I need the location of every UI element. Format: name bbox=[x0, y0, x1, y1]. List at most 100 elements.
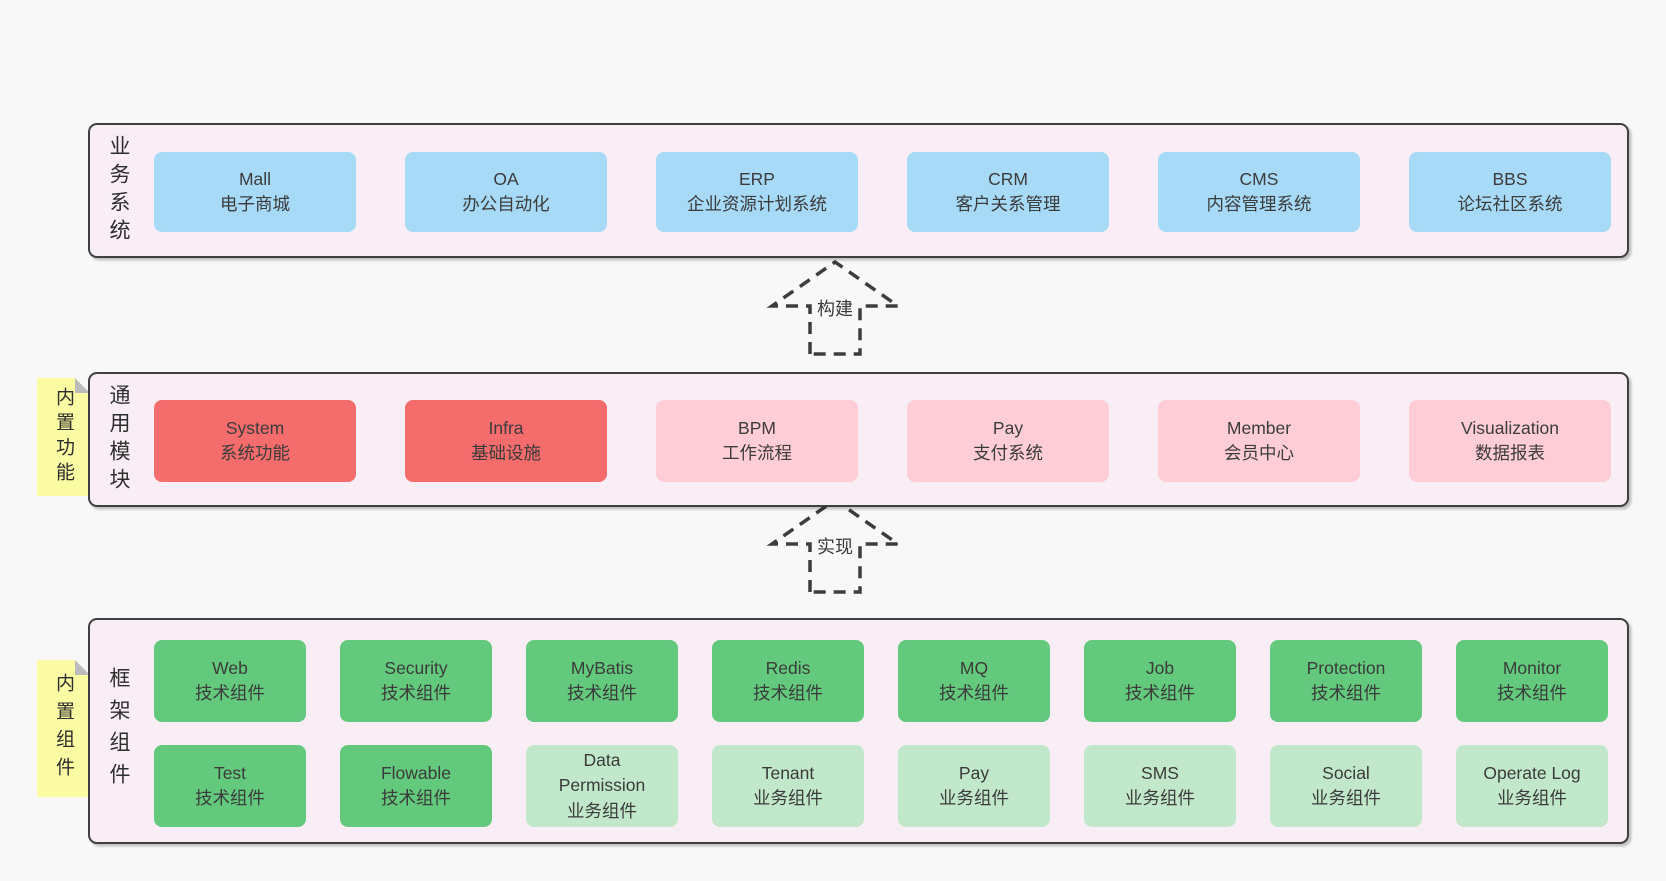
build-arrow-label: 构建 bbox=[814, 294, 856, 322]
box-title: Protection bbox=[1306, 657, 1386, 678]
implement-arrow: 实现 bbox=[765, 496, 905, 596]
box-subtitle: 会员中心 bbox=[1224, 443, 1294, 463]
box-title: Infra bbox=[488, 417, 524, 438]
diagram-box-flowable: Flowable 技术组件 bbox=[340, 745, 492, 827]
diagram-box-job: Job 技术组件 bbox=[1084, 640, 1236, 722]
box-title: Flowable bbox=[380, 762, 452, 783]
diagram-box-crm: CRM 客户关系管理 bbox=[907, 152, 1109, 232]
diagram-box-mall: Mall 电子商城 bbox=[154, 152, 356, 232]
box-title: Job bbox=[1145, 657, 1175, 678]
box-title: Member bbox=[1226, 417, 1292, 438]
diagram-box-protection: Protection 技术组件 bbox=[1270, 640, 1422, 722]
box-subtitle: 业务组件 bbox=[567, 800, 637, 821]
diagram-box-test: Test 技术组件 bbox=[154, 745, 306, 827]
diagram-box-pay: Pay 支付系统 bbox=[907, 400, 1109, 482]
box-subtitle: 业务组件 bbox=[1497, 788, 1567, 808]
box-subtitle: 技术组件 bbox=[1125, 683, 1195, 703]
diagram-box-oa: OA 办公自动化 bbox=[405, 152, 607, 232]
box-title: Tenant bbox=[761, 762, 815, 783]
box-title: Pay bbox=[958, 762, 990, 783]
box-title: CRM bbox=[988, 168, 1028, 189]
diagram-box-pay: Pay 业务组件 bbox=[898, 745, 1050, 827]
box-title: Mall bbox=[238, 168, 272, 189]
layer-components-label: 框架组件 bbox=[107, 667, 130, 795]
box-subtitle: 电子商城 bbox=[220, 194, 290, 214]
box-title: BBS bbox=[1492, 168, 1528, 189]
diagram-box-social: Social 业务组件 bbox=[1270, 745, 1422, 827]
box-subtitle: 技术组件 bbox=[1497, 683, 1567, 703]
diagram-box-tenant: Tenant 业务组件 bbox=[712, 745, 864, 827]
box-title: Operate Log bbox=[1483, 762, 1581, 783]
diagram-box-bbs: BBS 论坛社区系统 bbox=[1409, 152, 1611, 232]
box-title: OA bbox=[493, 168, 519, 189]
layer-modules-label: 通用模块 bbox=[107, 383, 130, 496]
diagram-box-web: Web 技术组件 bbox=[154, 640, 306, 722]
implement-arrow-label: 实现 bbox=[814, 532, 856, 560]
box-subtitle: 企业资源计划系统 bbox=[687, 194, 827, 214]
box-subtitle: 技术组件 bbox=[381, 683, 451, 703]
box-subtitle: 技术组件 bbox=[1311, 683, 1381, 703]
box-title: Pay bbox=[992, 417, 1024, 438]
box-title: SMS bbox=[1141, 762, 1179, 783]
diagram-box-erp: ERP 企业资源计划系统 bbox=[656, 152, 858, 232]
box-title: MyBatis bbox=[570, 657, 634, 678]
box-title: BPM bbox=[738, 417, 776, 438]
diagram-box-security: Security 技术组件 bbox=[340, 640, 492, 722]
business-boxes-row: Mall 电子商城 OA 办公自动化 ERP 企业资源计划系统 CRM 客户关系管理 CMS 内容… bbox=[154, 152, 1611, 232]
diagram-box-member: Member 会员中心 bbox=[1158, 400, 1360, 482]
box-title: Test bbox=[213, 762, 247, 783]
box-subtitle: 系统功能 bbox=[220, 443, 290, 463]
up-arrow-icon bbox=[766, 259, 904, 356]
diagram-box-mybatis: MyBatis 技术组件 bbox=[526, 640, 678, 722]
box-subtitle: 技术组件 bbox=[195, 683, 265, 703]
box-title: Data Permission bbox=[558, 749, 646, 796]
box-subtitle: 内容管理系统 bbox=[1206, 194, 1312, 214]
builtin-functions-sticky-note: 内置功能 bbox=[37, 378, 90, 496]
box-title: ERP bbox=[739, 168, 775, 189]
box-title: CMS bbox=[1239, 168, 1279, 189]
diagram-box-operate-log: Operate Log 业务组件 bbox=[1456, 745, 1608, 827]
box-subtitle: 基础设施 bbox=[471, 443, 541, 463]
box-title: Visualization bbox=[1461, 417, 1559, 438]
box-title: MQ bbox=[959, 657, 989, 678]
box-title: Web bbox=[212, 657, 248, 678]
box-subtitle: 数据报表 bbox=[1475, 443, 1545, 463]
box-subtitle: 技术组件 bbox=[567, 683, 637, 703]
diagram-box-cms: CMS 内容管理系统 bbox=[1158, 152, 1360, 232]
up-arrow-icon bbox=[766, 497, 904, 594]
box-subtitle: 业务组件 bbox=[1311, 788, 1381, 808]
box-subtitle: 办公自动化 bbox=[462, 194, 550, 214]
box-subtitle: 支付系统 bbox=[973, 443, 1043, 463]
box-title: Monitor bbox=[1502, 657, 1562, 678]
diagram-box-monitor: Monitor 技术组件 bbox=[1456, 640, 1608, 722]
box-subtitle: 业务组件 bbox=[1125, 788, 1195, 808]
diagram-box-visualization: Visualization 数据报表 bbox=[1409, 400, 1611, 482]
box-subtitle: 客户关系管理 bbox=[955, 194, 1061, 214]
diagram-box-sms: SMS 业务组件 bbox=[1084, 745, 1236, 827]
diagram-box-redis: Redis 技术组件 bbox=[712, 640, 864, 722]
builtin-components-sticky-label: 内置组件 bbox=[53, 672, 74, 785]
build-arrow: 构建 bbox=[765, 258, 905, 358]
builtin-functions-sticky-label: 内置功能 bbox=[53, 387, 74, 487]
box-title: Security bbox=[384, 657, 448, 678]
box-subtitle: 技术组件 bbox=[381, 788, 451, 808]
diagram-box-data-permission: Data Permission 业务组件 bbox=[526, 745, 678, 827]
box-subtitle: 业务组件 bbox=[939, 788, 1009, 808]
layer-business-label: 业务系统 bbox=[107, 134, 130, 247]
box-title: Redis bbox=[765, 657, 811, 678]
box-subtitle: 业务组件 bbox=[753, 788, 823, 808]
box-subtitle: 论坛社区系统 bbox=[1457, 194, 1563, 214]
box-subtitle: 技术组件 bbox=[195, 788, 265, 808]
box-title: Social bbox=[1322, 762, 1370, 783]
diagram-box-infra: Infra 基础设施 bbox=[405, 400, 607, 482]
box-subtitle: 技术组件 bbox=[753, 683, 823, 703]
builtin-components-sticky-note: 内置组件 bbox=[37, 660, 90, 797]
